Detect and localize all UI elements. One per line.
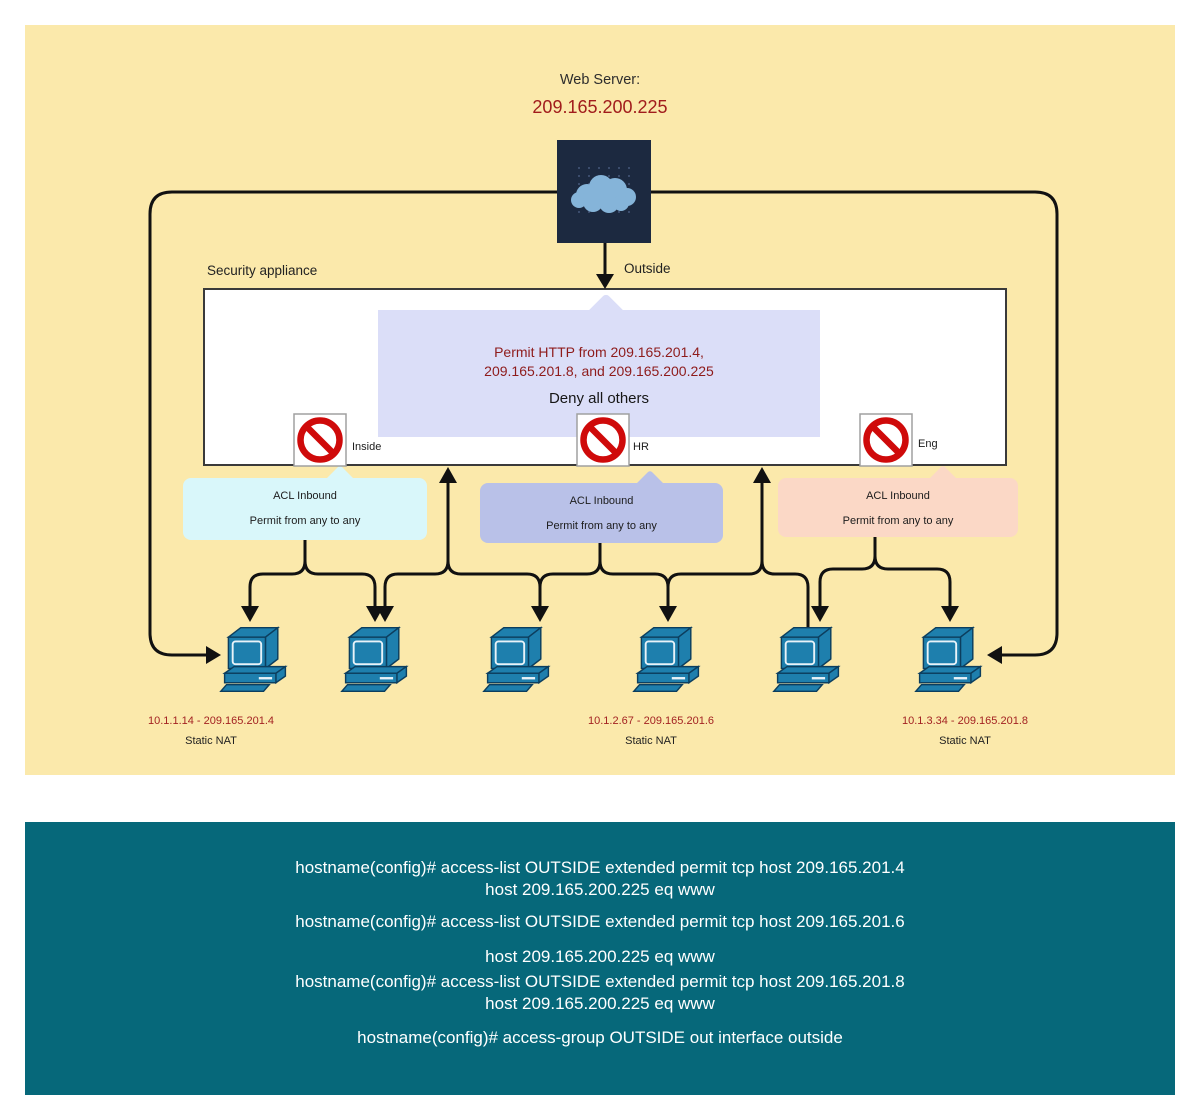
outside-interface-label: Outside xyxy=(624,261,671,276)
cloud-icon xyxy=(571,167,636,213)
acl-inbound-callout-hr: ACL Inbound Permit from any to any xyxy=(480,470,723,543)
web-server-ip: 209.165.200.225 xyxy=(532,97,668,117)
nat-mapping: 10.1.2.67 - 209.165.201.6 xyxy=(588,715,714,727)
web-server-label: Web Server: xyxy=(559,72,641,88)
computer-icon xyxy=(770,624,846,694)
acl-inbound-callout-inside: ACL Inbound Permit from any to any xyxy=(183,465,427,540)
nat-label-host1: 10.1.1.14 - 209.165.201.4 Static NAT xyxy=(101,715,321,747)
prohibited-icon-hr xyxy=(576,413,630,467)
console-line: hostname(config)# access-group OUTSIDE o… xyxy=(357,1028,843,1047)
permit-rule-text: Permit HTTP from 209.165.201.4, 209.165.… xyxy=(484,344,714,379)
interface-label-hr: HR xyxy=(633,441,649,453)
nat-mapping: 10.1.3.34 - 209.165.201.8 xyxy=(902,715,1028,727)
console-line: hostname(config)# access-list OUTSIDE ex… xyxy=(295,858,905,877)
computer-icon xyxy=(480,624,556,694)
computer-icon xyxy=(338,624,414,694)
security-appliance-label: Security appliance xyxy=(207,263,318,278)
console-line: hostname(config)# access-list OUTSIDE ex… xyxy=(295,912,905,931)
acl-inbound-callout-eng: ACL Inbound Permit from any to any xyxy=(778,465,1018,537)
nat-label-host2: 10.1.2.67 - 209.165.201.6 Static NAT xyxy=(541,715,761,747)
computer-icon xyxy=(912,624,988,694)
computer-icon xyxy=(630,624,706,694)
prohibited-icon-inside xyxy=(293,413,347,467)
console-line: host 209.165.200.225 eq www xyxy=(485,880,715,899)
interface-label-inside: Inside xyxy=(352,441,382,453)
console-line: hostname(config)# access-list OUTSIDE ex… xyxy=(295,972,905,991)
console-line: host 209.165.200.225 eq www xyxy=(485,994,715,1013)
computer-icon xyxy=(217,624,293,694)
nat-mapping: 10.1.1.14 - 209.165.201.4 xyxy=(148,715,274,727)
internet-cloud-box xyxy=(557,140,651,243)
deny-rule-text: Deny all others xyxy=(548,390,650,407)
interface-label-eng: Eng xyxy=(918,438,938,450)
cli-console xyxy=(25,822,1175,1095)
nat-type: Static NAT xyxy=(185,735,237,747)
console-line: host 209.165.200.225 eq www xyxy=(485,947,715,966)
nat-type: Static NAT xyxy=(625,735,677,747)
prohibited-icon-eng xyxy=(859,413,913,467)
nat-label-host3: 10.1.3.34 - 209.165.201.8 Static NAT xyxy=(855,715,1075,747)
nat-type: Static NAT xyxy=(939,735,991,747)
